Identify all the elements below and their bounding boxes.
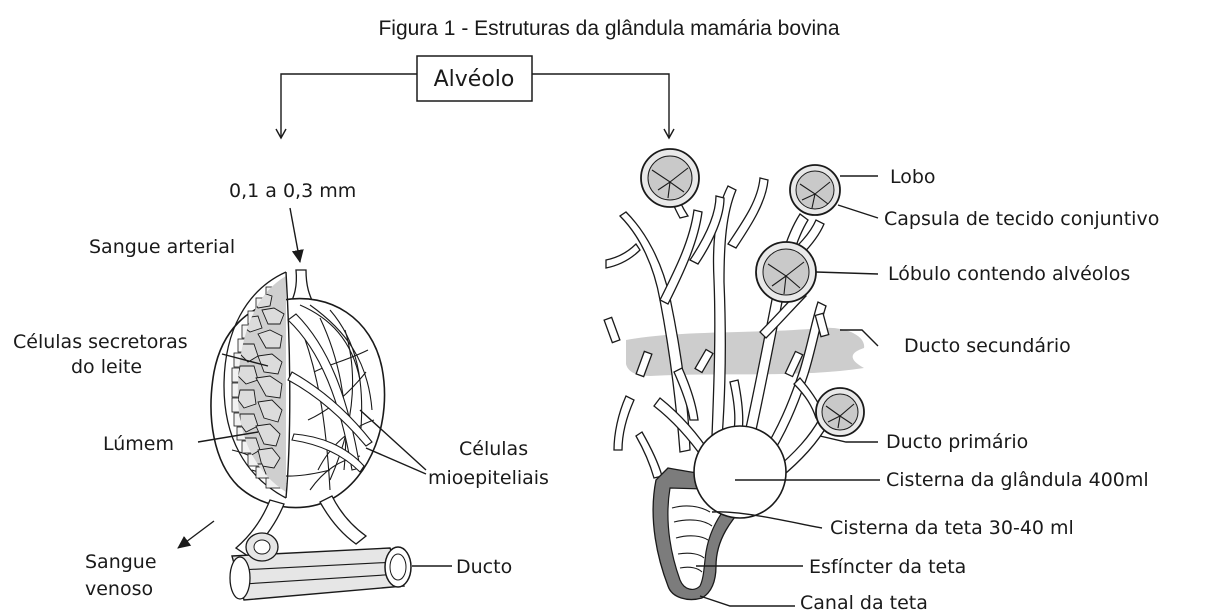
duct-label: Ducto	[456, 556, 512, 578]
venous-arrow	[178, 521, 214, 548]
gland-illustration	[604, 149, 864, 600]
lobe-4	[816, 388, 864, 436]
venous-label-1: Sangue	[85, 551, 157, 573]
myoepithelial-label-2: mioepiteliais	[428, 467, 549, 489]
figure-title: Figura 1 - Estruturas da glândula mamári…	[378, 17, 839, 40]
gland-cistern	[694, 426, 786, 518]
arterial-arrow	[290, 208, 300, 262]
canal-label: Canal da teta	[800, 592, 928, 612]
lower-vessel-right	[320, 496, 366, 544]
alveolo-callout: Alvéolo	[281, 56, 669, 138]
lobo-label: Lobo	[890, 166, 936, 188]
lumen-label: Lúmem	[103, 433, 174, 455]
duct-tube	[230, 533, 411, 600]
alveolo-arrow-right	[532, 74, 669, 138]
myoepithelial-label-1: Células	[459, 438, 528, 460]
capsula-label: Capsula de tecido conjuntivo	[884, 208, 1159, 230]
lobe-1	[641, 149, 699, 207]
lobe-3	[756, 242, 816, 302]
cisterna-teta-label: Cisterna da teta 30-40 ml	[830, 517, 1074, 539]
venous-label-2: venoso	[85, 578, 153, 600]
size-label: 0,1 a 0,3 mm	[229, 180, 356, 202]
lobulo-label: Lóbulo contendo alvéolos	[888, 263, 1130, 285]
lobe-2	[790, 165, 840, 215]
secretory-label-1: Células secretoras	[13, 331, 188, 353]
duct-tree	[606, 164, 828, 478]
alveolo-label: Alvéolo	[434, 67, 515, 92]
secretory-label-2: do leite	[71, 356, 142, 378]
alveolo-arrow-left	[281, 74, 417, 138]
esfincter-label: Esfíncter da teta	[809, 556, 966, 578]
cisterna-glandula-label: Cisterna da glândula 400ml	[886, 469, 1149, 491]
arterial-label: Sangue arterial	[89, 236, 235, 258]
ducto-primario-label: Ducto primário	[886, 431, 1028, 453]
ducto-secundario-label: Ducto secundário	[904, 335, 1071, 357]
